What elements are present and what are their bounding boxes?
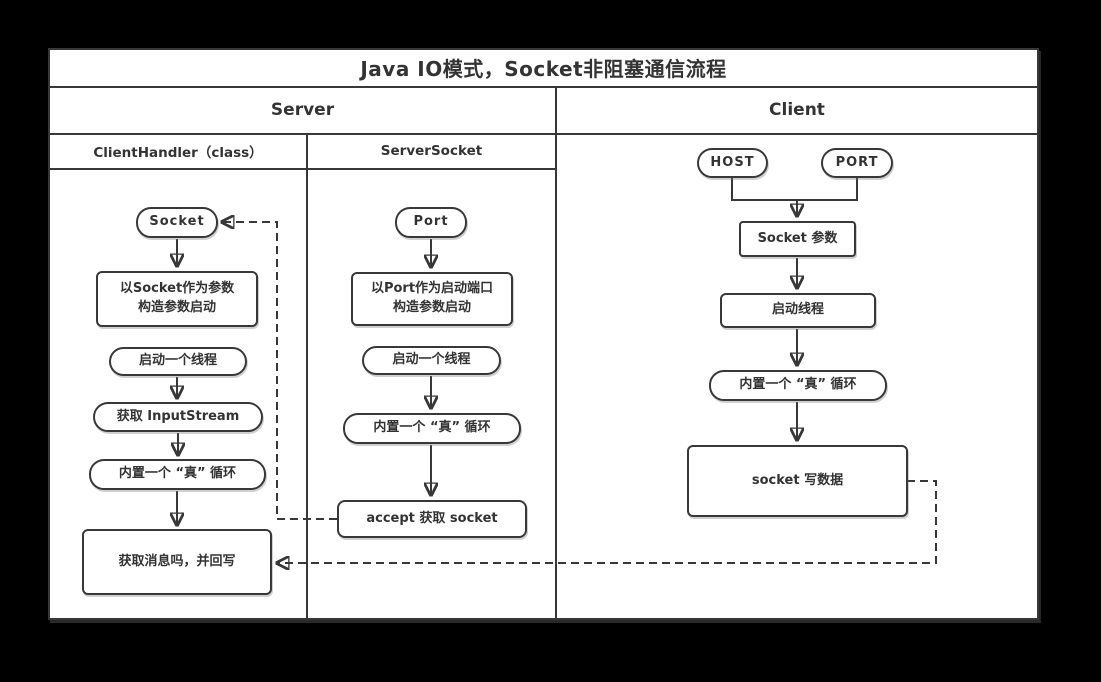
- server-client-divider: [555, 86, 557, 618]
- node-ch-get-inputstream: 获取 InputStream: [93, 402, 263, 432]
- node-label-line2: 构造参数启动: [392, 300, 471, 315]
- node-label: socket 写数据: [751, 472, 844, 488]
- node-cl-port: PORT: [821, 148, 893, 178]
- node-label: 启动一个线程: [392, 352, 471, 368]
- server-lane-header: Server: [270, 99, 335, 120]
- node-cl-start-thread: 启动线程: [720, 293, 876, 328]
- node-label: 获取 InputStream: [116, 408, 240, 424]
- client-handler-lane-header: ClientHandler（class）: [93, 144, 263, 161]
- node-ss-start-thread: 启动一个线程: [362, 346, 501, 375]
- clienthandler-serversocket-divider: [306, 133, 308, 618]
- node-label: 内置一个 “真” 循环: [118, 466, 237, 482]
- node-label: Socket 参数: [757, 230, 838, 246]
- node-ss-port: Port: [395, 207, 467, 238]
- node-label: accept 获取 socket: [366, 510, 498, 526]
- node-ss-accept: accept 获取 socket: [337, 500, 527, 538]
- node-ss-true-loop: 内置一个 “真” 循环: [343, 413, 521, 444]
- node-ch-construct: 以Socket作为参数 构造参数启动: [96, 271, 258, 327]
- node-label: 内置一个 “真” 循环: [739, 377, 857, 393]
- node-label: 内置一个 “真” 循环: [373, 420, 491, 436]
- node-ch-start-thread: 启动一个线程: [109, 347, 247, 376]
- node-ss-construct: 以Port作为启动端口 构造参数启动: [351, 272, 513, 326]
- node-label: PORT: [835, 154, 879, 170]
- node-ch-true-loop: 内置一个 “真” 循环: [89, 459, 266, 490]
- node-cl-socket-write: socket 写数据: [687, 445, 908, 517]
- title-bottom-border: [50, 86, 1037, 88]
- node-label-line1: 以Socket作为参数: [119, 281, 235, 297]
- node-label-line1: 以Port作为启动端口: [370, 281, 494, 297]
- node-label: Port: [413, 214, 449, 230]
- header-bottom-border: [50, 133, 1037, 135]
- node-cl-host: HOST: [697, 148, 768, 178]
- node-label: 获取消息吗，并回写: [118, 553, 236, 569]
- node-ch-socket: Socket: [136, 207, 218, 238]
- node-label-line2: 构造参数启动: [137, 300, 216, 315]
- server-socket-lane-header: ServerSocket: [380, 142, 483, 159]
- node-cl-socket-params: Socket 参数: [739, 221, 856, 257]
- subheader-bottom-border: [50, 168, 556, 170]
- client-lane-header: Client: [769, 99, 825, 120]
- diagram-title: Java IO模式，Socket非阻塞通信流程: [360, 56, 727, 81]
- node-label: 启动线程: [771, 302, 824, 318]
- node-cl-true-loop: 内置一个 “真” 循环: [709, 370, 887, 401]
- node-ch-read-write-back: 获取消息吗，并回写: [82, 529, 272, 595]
- node-label: HOST: [710, 154, 755, 170]
- node-label: 启动一个线程: [138, 353, 217, 369]
- node-label: Socket: [149, 214, 205, 230]
